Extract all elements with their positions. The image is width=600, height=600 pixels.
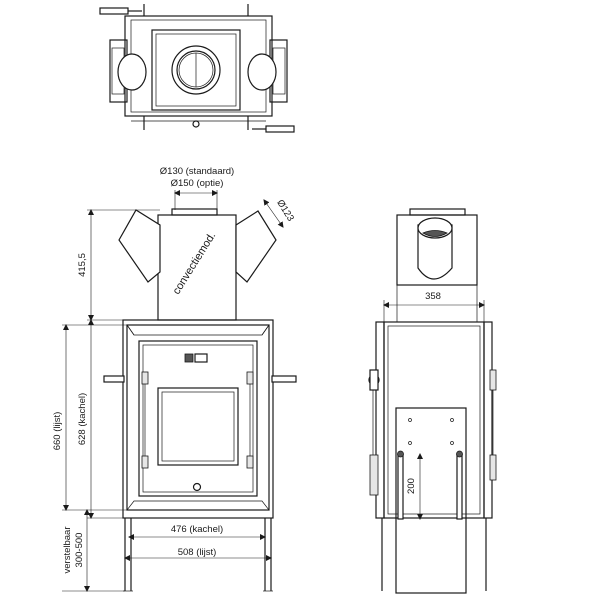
height-stove-label: 628 (kachel) <box>77 393 88 445</box>
flue-standard-label: Ø130 (standaard) <box>160 166 234 177</box>
legs-label-2: 300-500 <box>74 533 85 568</box>
legs-label-1: verstelbaar <box>62 527 73 574</box>
top-view <box>99 4 295 133</box>
side-view: 358 200 <box>368 208 497 594</box>
side-height-label: 200 <box>406 478 417 494</box>
height-top-label: 415,5 <box>77 253 88 277</box>
frame-width-label: 508 (lijst) <box>178 547 217 558</box>
flue-option-label: Ø150 (optie) <box>171 178 224 189</box>
side-width-label: 358 <box>425 291 441 302</box>
front-view: Ø130 (standaard) Ø150 (optie) convectiem… <box>52 166 297 592</box>
stove-width-label: 476 (kachel) <box>171 524 223 535</box>
convection-label: convectiemod. <box>171 230 219 297</box>
height-frame-label: 660 (lijst) <box>52 412 63 451</box>
